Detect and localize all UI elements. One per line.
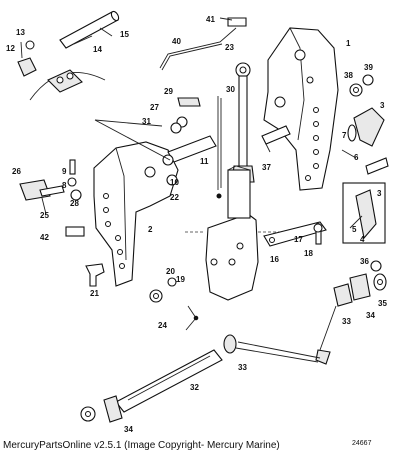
callout-10: 10 xyxy=(170,178,179,187)
bushing-part-33-left[interactable] xyxy=(223,334,237,354)
bolt-21 xyxy=(85,263,105,287)
callout-27: 27 xyxy=(150,103,159,112)
callout-14: 14 xyxy=(93,45,102,54)
callout-12: 12 xyxy=(6,44,15,53)
lever-arm-part-25[interactable] xyxy=(39,185,65,197)
callout-5: 5 xyxy=(352,225,357,234)
link-rod-assembly xyxy=(159,17,247,71)
callout-labels: 1 2 3 3 4 5 6 7 8 9 10 11 12 13 14 15 16… xyxy=(6,15,387,434)
pin-part-15[interactable] xyxy=(59,11,119,49)
spacer-part-34-left[interactable] xyxy=(103,395,123,423)
callout-32: 32 xyxy=(190,383,199,392)
small-parts-upper xyxy=(94,97,201,161)
copyright-footer: MercuryPartsOnline v2.5.1 (Image Copyrig… xyxy=(3,440,280,451)
callout-15: 15 xyxy=(120,30,129,39)
nut-part-19[interactable] xyxy=(167,277,177,287)
callout-34a: 34 xyxy=(124,425,133,434)
callout-9: 9 xyxy=(62,167,67,176)
bushing-part-33-right[interactable] xyxy=(333,283,353,307)
callout-8: 8 xyxy=(62,181,67,190)
swivel-housing xyxy=(185,165,300,301)
callout-29: 29 xyxy=(164,87,173,96)
callout-7: 7 xyxy=(342,131,347,140)
bracket-part-29[interactable] xyxy=(177,97,201,107)
callout-18: 18 xyxy=(304,249,313,258)
callout-42: 42 xyxy=(40,233,49,242)
callout-41: 41 xyxy=(206,15,215,24)
handle-part-3[interactable] xyxy=(353,107,385,147)
clamp-bracket-left xyxy=(93,141,179,287)
inset-handle-kit xyxy=(342,182,386,244)
callout-37: 37 xyxy=(262,163,271,172)
washer-part-10[interactable] xyxy=(162,154,174,166)
callout-20: 20 xyxy=(166,267,175,276)
callout-11: 11 xyxy=(200,157,209,166)
spring-part-28[interactable] xyxy=(70,189,82,201)
link-bar-assembly xyxy=(263,221,327,247)
callout-22: 22 xyxy=(170,193,179,202)
callout-6: 6 xyxy=(354,153,359,162)
spacer-part-34-right[interactable] xyxy=(349,273,371,301)
nut-part-36[interactable] xyxy=(370,260,382,272)
callout-4: 4 xyxy=(360,235,365,244)
bushing-part-12[interactable] xyxy=(17,57,37,77)
callout-25: 25 xyxy=(40,211,49,220)
clamp-screw-assembly xyxy=(341,74,389,175)
callout-38: 38 xyxy=(344,71,353,80)
callout-33b: 33 xyxy=(342,317,351,326)
tilt-lever-assembly xyxy=(19,159,82,215)
cap-part-6[interactable] xyxy=(365,157,389,175)
inset-pin-assembly xyxy=(17,10,120,101)
callout-26: 26 xyxy=(12,167,21,176)
callout-21: 21 xyxy=(90,289,99,298)
callout-13: 13 xyxy=(16,28,25,37)
screw-part-9[interactable] xyxy=(69,159,76,175)
callout-17: 17 xyxy=(294,235,303,244)
lanyard-24 xyxy=(185,305,199,331)
swivel-tube-assembly xyxy=(80,334,321,423)
callout-31: 31 xyxy=(142,117,151,126)
clamp-bracket-part-1[interactable] xyxy=(263,27,339,191)
cylinder-housing[interactable] xyxy=(205,213,259,301)
piston-rod[interactable] xyxy=(238,75,248,169)
bolt-part-21[interactable] xyxy=(85,263,105,287)
clamp-bracket-right xyxy=(263,27,339,191)
link-bar-part-16[interactable] xyxy=(263,221,327,247)
right-spacers xyxy=(315,260,387,365)
callout-23: 23 xyxy=(225,43,234,52)
clamp-bracket-part-2[interactable] xyxy=(93,141,179,287)
washer-part-8[interactable] xyxy=(67,177,77,187)
callout-40: 40 xyxy=(172,37,181,46)
callout-3b: 3 xyxy=(377,189,382,198)
bushing-part-22[interactable] xyxy=(166,174,178,186)
callout-33a: 33 xyxy=(238,363,247,372)
decal-42 xyxy=(65,226,85,237)
callout-1: 1 xyxy=(346,39,351,48)
bolt-part-37[interactable] xyxy=(261,125,291,145)
bolt-37 xyxy=(261,125,291,153)
handle-inset-part-4[interactable] xyxy=(355,189,377,240)
callout-19: 19 xyxy=(176,275,185,284)
bushing-part-31[interactable] xyxy=(170,122,182,134)
callout-39: 39 xyxy=(364,63,373,72)
callout-28: 28 xyxy=(70,199,79,208)
decal-part-42[interactable] xyxy=(65,226,85,237)
callout-36: 36 xyxy=(360,257,369,266)
callout-35: 35 xyxy=(378,299,387,308)
link-rod-part-40[interactable] xyxy=(159,27,237,69)
callout-34b: 34 xyxy=(366,311,375,320)
callout-2: 2 xyxy=(148,225,153,234)
callout-24: 24 xyxy=(158,321,167,330)
callout-3a: 3 xyxy=(380,101,385,110)
drawing-number: 24667 xyxy=(352,440,372,447)
tube-part-32[interactable] xyxy=(115,349,223,413)
tilt-pin-part-11[interactable] xyxy=(167,135,217,163)
small-parts-lower xyxy=(149,277,177,303)
screw-part-39[interactable] xyxy=(362,74,374,86)
callout-30: 30 xyxy=(226,85,235,94)
callout-16: 16 xyxy=(270,255,279,264)
